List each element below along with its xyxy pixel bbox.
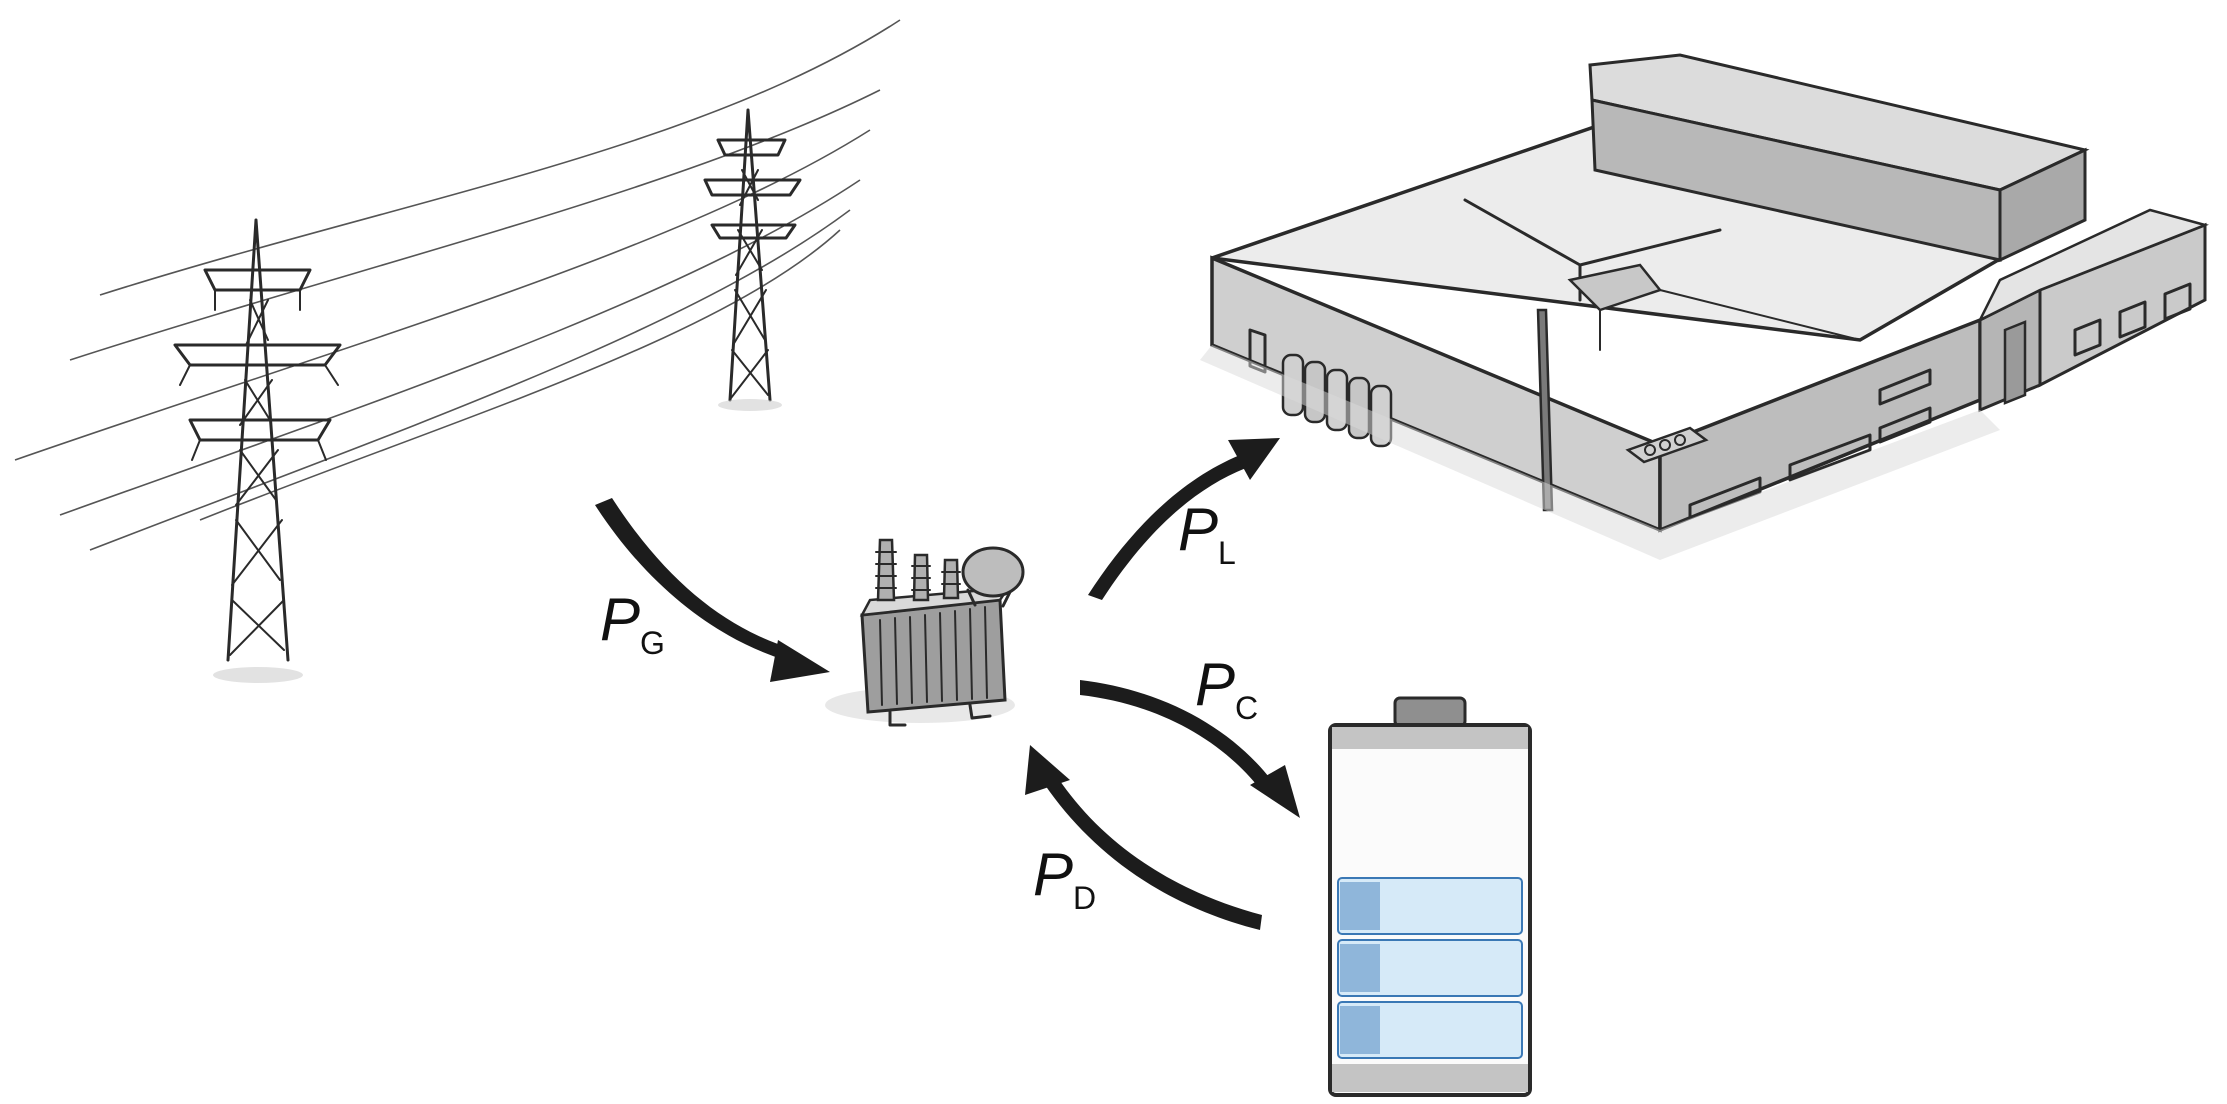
label-load-power-symbol: P <box>1178 496 1218 563</box>
label-discharge-power-symbol: P <box>1033 841 1073 908</box>
label-load-power: PL <box>1178 496 1236 571</box>
label-grid-power: PG <box>600 586 665 661</box>
battery-cell-shade <box>1340 882 1380 930</box>
factory-building <box>1200 53 2209 560</box>
label-charge-power-symbol: P <box>1195 651 1235 718</box>
label-discharge-power: PD <box>1033 841 1096 916</box>
battery-cell-filled <box>1337 939 1523 997</box>
flow-arrows <box>595 438 1300 930</box>
battery-cell-filled <box>1337 1001 1523 1059</box>
transmission-wires <box>14 19 901 551</box>
label-grid-power-subscript: G <box>640 625 665 661</box>
battery-cell-shade <box>1340 1006 1380 1054</box>
arrow-transformer-to-load <box>1088 438 1280 600</box>
right-pylon <box>703 108 802 411</box>
transformer <box>825 538 1025 727</box>
label-load-power-subscript: L <box>1218 535 1236 571</box>
battery <box>1328 696 1532 1097</box>
label-charge-power-subscript: C <box>1235 690 1258 726</box>
battery-cells <box>1337 877 1523 1059</box>
label-discharge-power-subscript: D <box>1073 880 1096 916</box>
left-pylon <box>173 218 342 683</box>
battery-cell-shade <box>1340 944 1380 992</box>
label-charge-power: PC <box>1195 651 1258 726</box>
arrow-discharge <box>1025 745 1262 930</box>
arrow-charge <box>1080 680 1300 818</box>
battery-cell-filled <box>1337 877 1523 935</box>
power-grid <box>14 19 901 683</box>
arrow-grid-to-transformer <box>595 498 830 682</box>
label-grid-power-symbol: P <box>600 586 640 653</box>
flow-labels: PG PL PC PD <box>600 496 1258 916</box>
